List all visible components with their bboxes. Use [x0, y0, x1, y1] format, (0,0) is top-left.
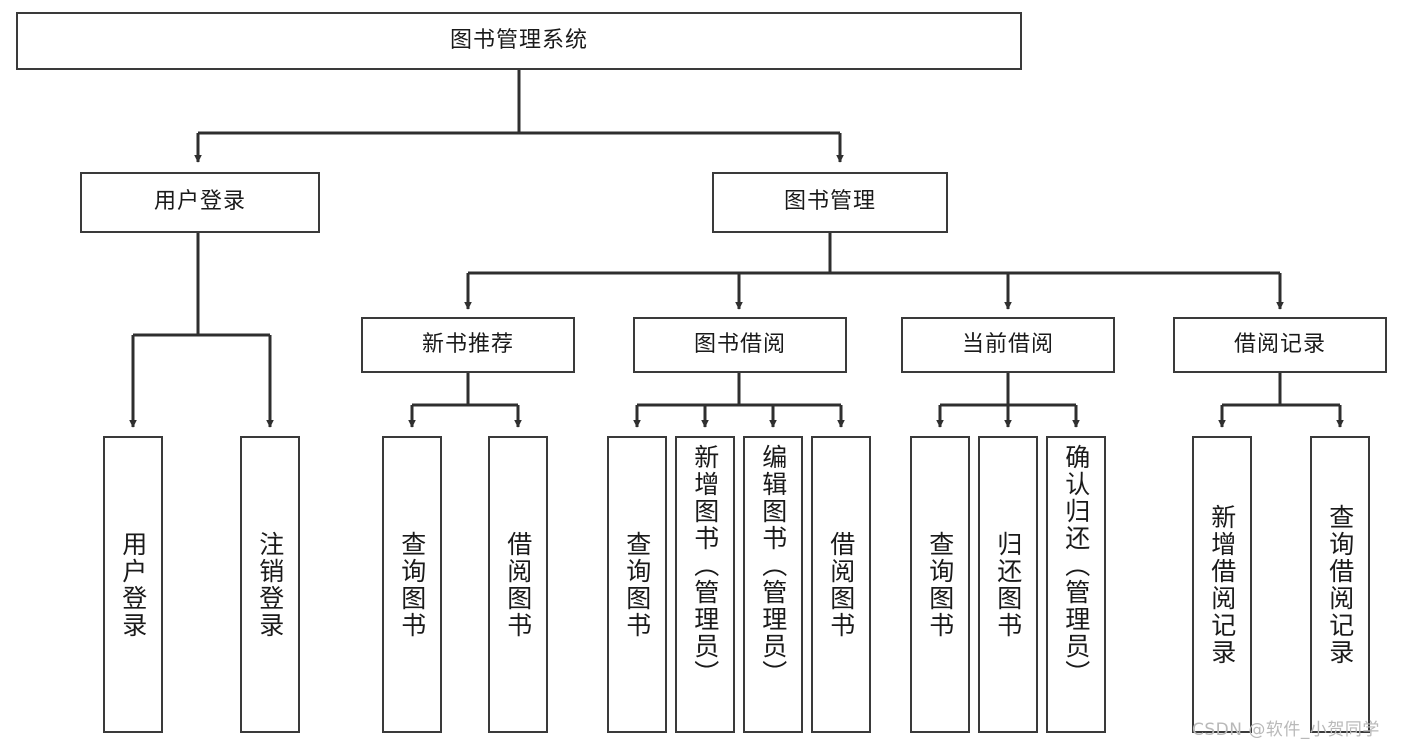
node-label: 查询借阅记录 — [1325, 503, 1355, 666]
csdn-watermark: CSDN @软件_小贺同学 — [1192, 720, 1380, 740]
leaf-user-login[interactable]: 用户登录 — [103, 436, 163, 733]
node-book-borrowing[interactable]: 图书借阅 — [633, 317, 847, 373]
node-label: 图书借阅 — [693, 331, 786, 357]
leaf-add-borrow-record[interactable]: 新增借阅记录 — [1192, 436, 1252, 733]
node-book-management[interactable]: 图书管理 — [712, 172, 948, 233]
node-label: 用户登录 — [118, 530, 148, 639]
node-label: 图书管理 — [783, 189, 876, 215]
node-root-book-management-system[interactable]: 图书管理系统 — [16, 12, 1022, 70]
leaf-query-book-3[interactable]: 查询图书 — [910, 436, 970, 733]
node-user-login[interactable]: 用户登录 — [80, 172, 320, 233]
node-label: 查询图书 — [397, 530, 427, 639]
node-label: 借阅记录 — [1233, 331, 1326, 357]
node-label: 用户登录 — [153, 189, 246, 215]
node-label: 确认归还（管理员） — [1061, 444, 1091, 687]
leaf-return-book[interactable]: 归还图书 — [978, 436, 1038, 733]
leaf-query-borrow-record[interactable]: 查询借阅记录 — [1310, 436, 1370, 733]
node-label: 注销登录 — [255, 530, 285, 639]
node-label: 图书管理系统 — [449, 27, 588, 53]
node-label: 归还图书 — [993, 530, 1023, 639]
node-label: 新增图书（管理员） — [690, 444, 720, 687]
node-label: 借阅图书 — [503, 530, 533, 639]
node-borrowing-record[interactable]: 借阅记录 — [1173, 317, 1387, 373]
leaf-add-book-admin[interactable]: 新增图书（管理员） — [675, 436, 735, 733]
leaf-logout[interactable]: 注销登录 — [240, 436, 300, 733]
node-label: 新书推荐 — [421, 331, 514, 357]
node-current-borrowing[interactable]: 当前借阅 — [901, 317, 1115, 373]
leaf-borrow-book-1[interactable]: 借阅图书 — [488, 436, 548, 733]
node-label: 借阅图书 — [826, 530, 856, 639]
leaf-confirm-return-admin[interactable]: 确认归还（管理员） — [1046, 436, 1106, 733]
node-label: 当前借阅 — [961, 331, 1054, 357]
node-label: 新增借阅记录 — [1207, 503, 1237, 666]
node-label: 编辑图书（管理员） — [758, 444, 788, 687]
leaf-query-book-2[interactable]: 查询图书 — [607, 436, 667, 733]
leaf-edit-book-admin[interactable]: 编辑图书（管理员） — [743, 436, 803, 733]
leaf-borrow-book-2[interactable]: 借阅图书 — [811, 436, 871, 733]
node-new-book-recommendation[interactable]: 新书推荐 — [361, 317, 575, 373]
leaf-query-book-1[interactable]: 查询图书 — [382, 436, 442, 733]
node-label: 查询图书 — [925, 530, 955, 639]
node-label: 查询图书 — [622, 530, 652, 639]
